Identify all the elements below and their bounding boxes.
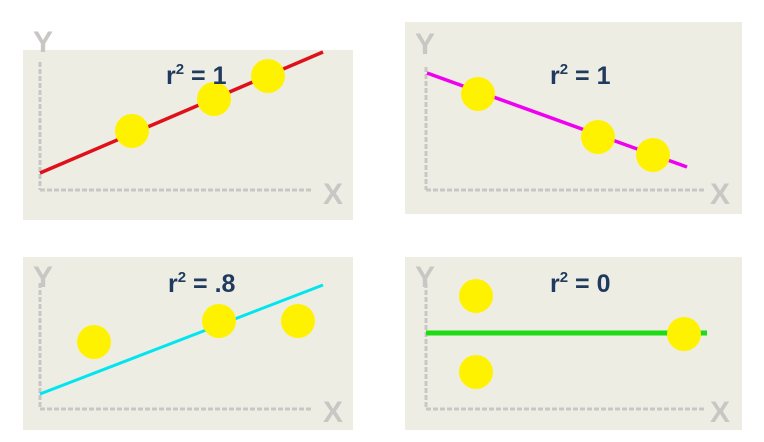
data-point: [115, 114, 149, 148]
plot-panel-2: Y X r2 = 1: [405, 22, 742, 214]
data-point: [581, 120, 615, 154]
axes: [38, 62, 313, 192]
plot-panel-4-graphic: [424, 279, 707, 411]
plot-panel-2-graphic: [424, 67, 705, 192]
data-point: [636, 138, 670, 172]
data-point: [461, 77, 495, 111]
plot-panel-3-graphic: [38, 283, 324, 411]
r-squared-label: r2 = 1: [550, 61, 611, 90]
x-axis-label: X: [323, 178, 344, 211]
regression-line: [39, 283, 324, 396]
plot-panel-4: Y X r2 = 0: [405, 257, 742, 430]
data-point: [197, 82, 231, 116]
data-point: [77, 325, 111, 359]
data-point: [667, 317, 701, 351]
r-squared-label: r2 = 0: [550, 269, 611, 298]
r-squared-label: r2 = 1: [166, 61, 227, 90]
data-point: [281, 304, 315, 338]
axes: [424, 67, 705, 192]
plot-panel-1: Y X r2 = 1: [23, 28, 353, 220]
axes: [424, 283, 705, 411]
y-axis-label: Y: [33, 261, 54, 294]
y-axis-label: Y: [33, 26, 54, 59]
axes: [38, 283, 313, 411]
plot-panel-3: Y X r2 = .8: [23, 257, 353, 430]
data-point: [459, 279, 493, 313]
r-squared-label: r2 = .8: [168, 269, 236, 298]
plot-panel-1-graphic: [38, 50, 324, 192]
x-axis-label: X: [323, 396, 344, 429]
data-point: [251, 59, 285, 93]
data-point: [202, 304, 236, 338]
x-axis-label: X: [710, 178, 731, 211]
x-axis-label: X: [710, 396, 731, 429]
y-axis-label: Y: [415, 28, 436, 61]
data-point: [459, 355, 493, 389]
y-axis-label: Y: [415, 261, 436, 294]
